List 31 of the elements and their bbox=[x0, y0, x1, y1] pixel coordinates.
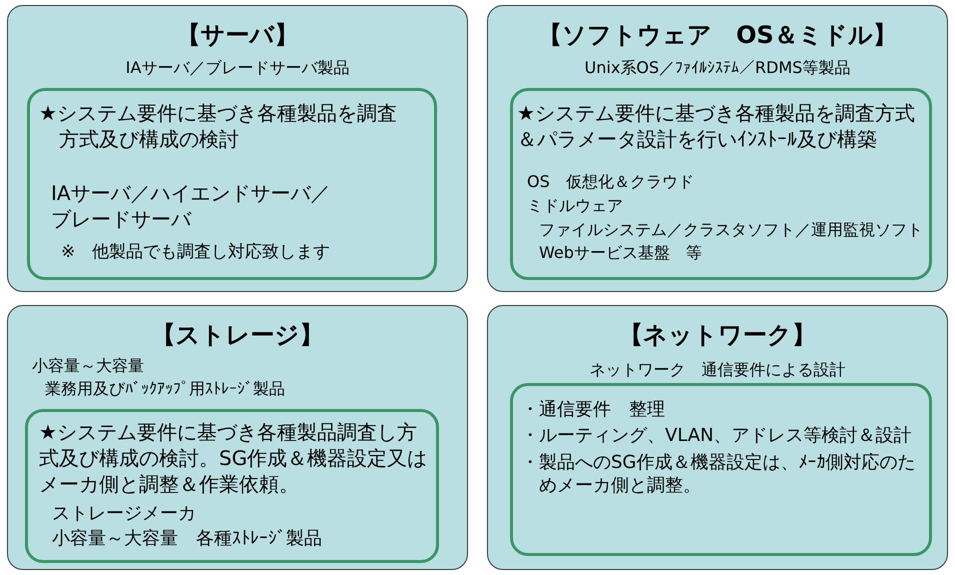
os-list-text: OS 仮想化＆クラウド bbox=[527, 172, 694, 193]
requirement-text: ★システム要件に基づき各種製品を調査方式＆パラメータ設計を行いｲﾝｽﾄｰﾙ及び構築 bbox=[517, 100, 916, 152]
panel-heading: 【ストレージ】 bbox=[152, 320, 324, 352]
vendor-text: ストレージメーカ bbox=[52, 502, 196, 526]
panel-subtitle: IAサーバ／ブレードサーバ製品 bbox=[126, 58, 350, 80]
bullet-item: ・通信要件 整理 bbox=[521, 398, 665, 422]
middleware-heading: ミドルウェア bbox=[527, 196, 623, 217]
panel-heading: 【ネットワーク】 bbox=[619, 320, 816, 352]
bullet-item: ・ルーティング、VLAN、アドレス等検討＆設計 bbox=[521, 424, 912, 448]
category-panel bbox=[487, 305, 948, 570]
product-list-text: 小容量～大容量 各種ｽﾄﾚｰｼﾞ製品 bbox=[52, 527, 322, 551]
panel-subtitle: 業務用及びﾊﾞｯｸｱｯﾌﾟ用ｽﾄﾚｰｼﾞ製品 bbox=[45, 379, 285, 400]
middleware-list-text: Webサービス基盤 等 bbox=[539, 243, 702, 264]
category-panel bbox=[487, 5, 948, 292]
requirement-text: ★システム要件に基づき各種製品を調査方式及び構成の検討 bbox=[39, 100, 398, 152]
detail-box bbox=[27, 88, 437, 280]
product-list-text: IAサーバ／ハイエンドサーバ／ブレードサーバ bbox=[51, 180, 332, 232]
detail-box bbox=[25, 409, 439, 563]
category-panel bbox=[7, 305, 468, 570]
bullet-item: ・製品へのSG作成＆機器設定は、ﾒｰｶ側対応のためメーカ側と調整。 bbox=[521, 450, 916, 498]
panel-heading: 【ソフトウェア OS＆ミドル】 bbox=[538, 20, 897, 52]
note-text: ※ 他製品でも調査し対応致します bbox=[61, 241, 330, 264]
panel-subtitle: Unix系OS／ﾌｧｲﾙｼｽﾃﾑ／RDMS等製品 bbox=[584, 58, 850, 80]
middleware-list-text: ファイルシステム／クラスタソフト／運用監視ソフト bbox=[539, 220, 923, 240]
category-panel bbox=[7, 5, 468, 292]
requirement-text: ★システム要件に基づき各種製品調査し方式及び構成の検討。SG作成＆機器設定又はメーカ側と調整＆作業依頼。 bbox=[39, 419, 428, 498]
detail-box bbox=[510, 88, 932, 280]
panel-heading: 【サーバ】 bbox=[176, 20, 298, 52]
detail-box bbox=[510, 383, 932, 556]
panel-subtitle: ネットワーク 通信要件による設計 bbox=[590, 360, 846, 382]
panel-subtitle: 小容量～大容量 bbox=[32, 356, 144, 378]
